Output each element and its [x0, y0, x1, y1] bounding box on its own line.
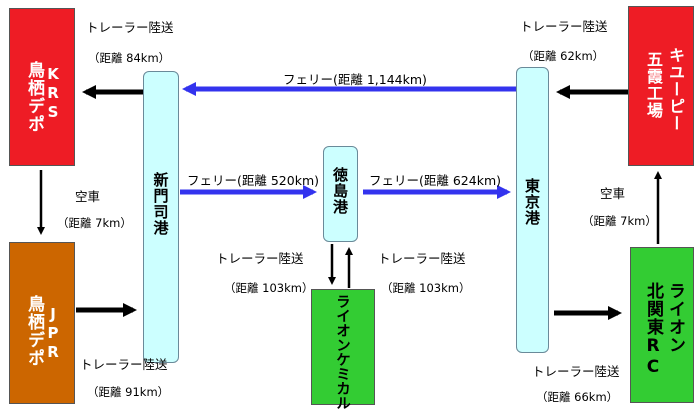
kewpie-label: キユーピー [666, 47, 685, 132]
jpr-label: JPR [44, 305, 62, 362]
shinmoji-port: 新門司港 [143, 71, 179, 363]
tokushima-port-label: 徳島港 [331, 167, 349, 215]
shinmoji-port-label: 新門司港 [151, 172, 170, 236]
distance-chem-right-label: （距離 103km） [381, 281, 471, 295]
krs-depot-label: 鳥栖デポ [24, 61, 44, 133]
empty-right-label: 空車 [600, 186, 626, 201]
kewpie-factory-label: 五霞工場 [644, 51, 663, 119]
tokushima-port: 徳島港 [323, 146, 358, 242]
trailer-chem-left-label: トレーラー陸送 [216, 251, 304, 266]
kewpie-goka-factory-box: キユーピー 五霞工場 [628, 6, 694, 166]
distance-empty-left-label: （距離 7km） [57, 216, 132, 230]
krs-label: KRS [44, 65, 62, 122]
distance-chem-left-label: （距離 103km） [224, 281, 314, 295]
distance-jpr-label: （距離 91km） [87, 385, 170, 399]
trailer-krs-label: トレーラー陸送 [86, 20, 174, 35]
distance-krs-label: （距離 84km） [88, 51, 171, 65]
distance-kewpie-label: （距離 62km） [522, 49, 605, 63]
tokyo-port: 東京港 [516, 67, 549, 353]
ferry-long-label: フェリー(距離 1,144km) [283, 72, 427, 87]
trailer-rc-label: トレーラー陸送 [532, 364, 620, 379]
distance-rc-label: （距離 66km） [536, 390, 619, 404]
distance-empty-right-label: （距離 7km） [582, 214, 657, 228]
lion-chemical-box: ライオンケミカル [311, 289, 375, 410]
krs-tosu-depot-box: KRS 鳥栖デポ [9, 8, 75, 166]
trailer-chem-right-label: トレーラー陸送 [378, 251, 466, 266]
lion-rc-label: ライオン [665, 282, 685, 354]
trailer-kewpie-label: トレーラー陸送 [520, 19, 608, 34]
lion-chemical-label: ライオンケミカル [334, 294, 350, 410]
trailer-jpr-label: トレーラー陸送 [80, 357, 168, 372]
lion-rc-site-label: 北関東RC [643, 282, 663, 378]
jpr-tosu-depot-box: JPR 鳥栖デポ [9, 242, 75, 404]
ferry-520-label: フェリー(距離 520km) [187, 173, 320, 188]
ferry-624-label: フェリー(距離 624km) [369, 173, 502, 188]
tokyo-port-label: 東京港 [523, 178, 541, 226]
lion-north-kanto-rc-box: ライオン 北関東RC [630, 247, 694, 403]
empty-left-label: 空車 [75, 189, 101, 204]
jpr-depot-label: 鳥栖デポ [24, 295, 44, 367]
